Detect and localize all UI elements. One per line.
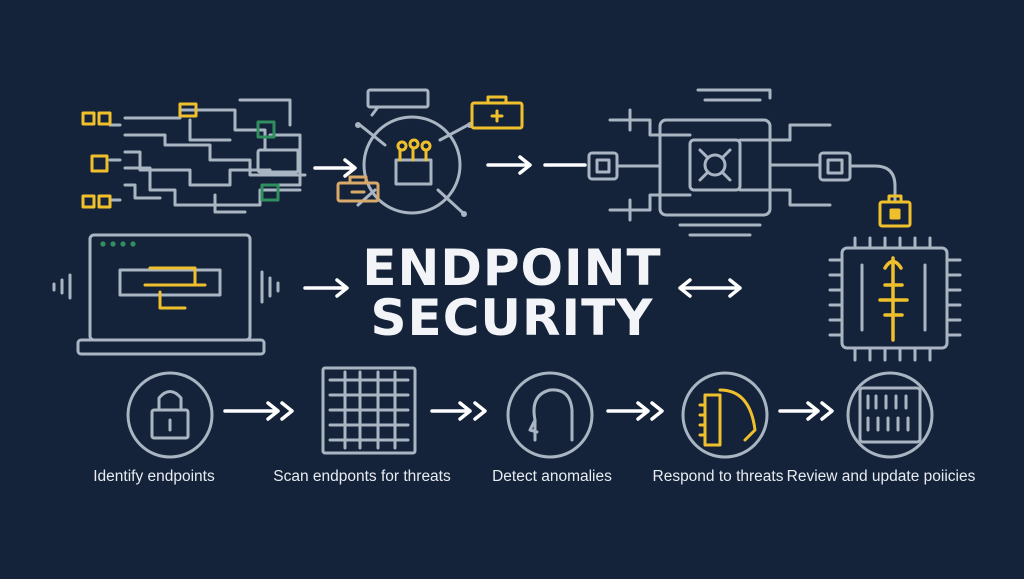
arrow-right-icon	[223, 401, 294, 421]
processor-chip-icon	[587, 88, 897, 237]
threat-target-icon	[336, 88, 524, 217]
circuit-hand-icon	[681, 371, 769, 459]
padlock-icon	[878, 194, 912, 228]
arrow-right-icon	[486, 155, 587, 175]
arrow-right-icon	[606, 401, 664, 421]
laptop-indicator-dots	[100, 241, 136, 247]
laptop-icon	[52, 233, 280, 356]
arrow-right-icon	[313, 158, 357, 178]
step-label-review: Review and update poiicies	[786, 468, 976, 485]
head-profile-icon	[506, 371, 594, 459]
lock-icon	[126, 371, 214, 459]
arrow-right-icon	[303, 278, 349, 298]
step-label-identify: Identify endpoints	[93, 468, 215, 485]
step-label-respond: Respond to threats	[652, 468, 784, 485]
circuit-maze-icon	[108, 98, 307, 214]
scanner-grid-icon	[321, 366, 417, 455]
title-line-2: SECURITY	[370, 289, 654, 347]
step-label-scan: Scan endponts for threats	[273, 468, 451, 485]
step-label-detect: Detect anomalies	[492, 468, 612, 485]
arrow-right-icon	[778, 401, 834, 421]
title-line-1: ENDPOINT	[362, 239, 662, 297]
arrow-right-icon	[430, 401, 487, 421]
circuit-node-icons	[81, 102, 280, 209]
double-arrow-icon	[678, 278, 742, 298]
code-blocks-icon	[846, 371, 934, 459]
secure-chip-icon	[828, 236, 962, 362]
code-lines-icon	[143, 266, 207, 310]
key-icon	[878, 256, 909, 342]
